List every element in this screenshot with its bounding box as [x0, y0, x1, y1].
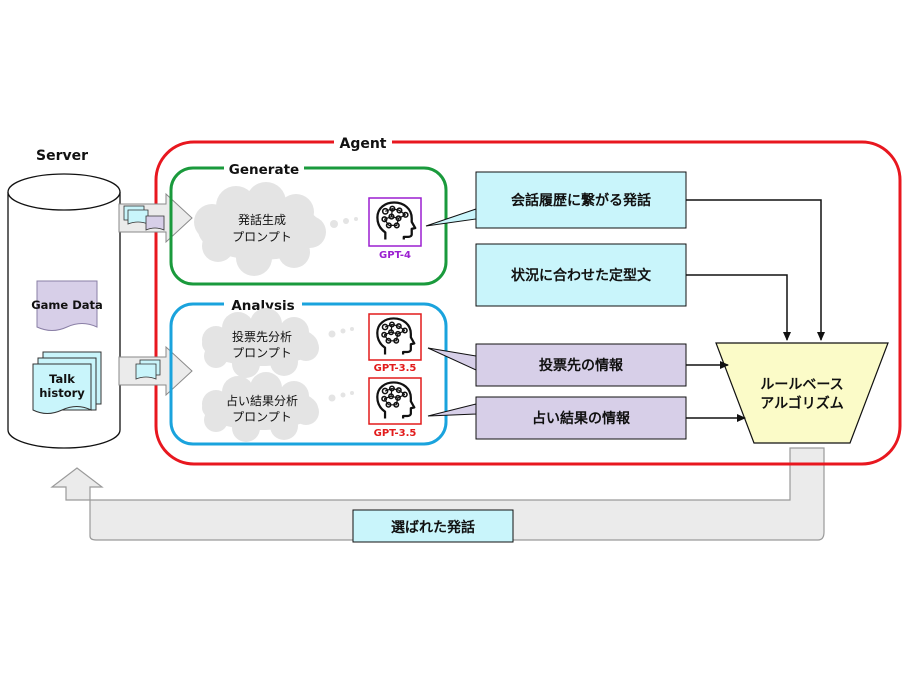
selected-utterance-label: 選ばれた発話	[391, 519, 475, 536]
gpt35-vote-model-label: GPT-3.5	[374, 363, 417, 374]
template-to-rule-arrow	[686, 274, 791, 341]
gpt35-divine-model-label: GPT-3.5	[374, 428, 417, 439]
vote-prompt-cloud	[202, 308, 354, 378]
vote-info-callout-pointer	[427, 347, 477, 371]
rule-based-algorithm-box	[715, 342, 889, 444]
generate-title: Generate	[229, 162, 299, 178]
talk-history-document	[32, 363, 92, 414]
divine-info-label: 占い結果の情報	[532, 410, 631, 427]
generate-prompt-line1: 発話生成	[238, 212, 286, 227]
server-cylinder-top	[7, 173, 121, 211]
selected-utterance-box	[352, 509, 514, 543]
divine-prompt-line1: 占い結果分析	[226, 393, 298, 408]
talk-history-label-line1: Talk	[49, 372, 75, 386]
generate-prompt-cloud	[194, 182, 358, 276]
linked-utterance-box	[475, 171, 687, 229]
vote-info-box	[475, 343, 687, 387]
agent-title: Agent	[339, 136, 386, 152]
gpt4-model-label: GPT-4	[379, 250, 411, 261]
gpt35-divine-model-frame	[368, 377, 422, 425]
server-title: Server	[36, 148, 88, 164]
template-sentence-label: 状況に合わせた定型文	[511, 267, 652, 284]
linked-utterance-callout-pointer	[425, 208, 477, 227]
generate-input-doc-purple	[145, 215, 165, 231]
divine-info-callout-pointer	[427, 403, 477, 417]
vote-info-label: 投票先の情報	[539, 357, 624, 374]
game-data-label: Game Data	[31, 298, 103, 312]
linked-utterance-label: 会話履歴に繋がる発話	[511, 192, 651, 209]
talk-history-label-line2: history	[39, 386, 85, 400]
analysis-title: Analysis	[231, 298, 294, 314]
template-sentence-box	[475, 243, 687, 307]
divine-info-box	[475, 396, 687, 440]
rule-based-label-line1: ルールベース	[760, 377, 843, 393]
game-data-document	[36, 280, 98, 331]
return-arrow	[50, 447, 825, 541]
linked-utterance-to-rule-arrow	[686, 199, 825, 341]
divine-prompt-cloud	[202, 372, 354, 442]
agent-container	[154, 140, 902, 466]
generate-prompt-line2: プロンプト	[232, 230, 292, 244]
analysis-input-doc	[135, 363, 157, 380]
vote-prompt-line2: プロンプト	[232, 346, 292, 360]
generate-input-doc-cyan	[127, 209, 149, 225]
divine-prompt-line2: プロンプト	[232, 410, 292, 424]
analysis-group	[169, 302, 448, 446]
rule-based-label-line2: アルゴリズム	[760, 395, 844, 412]
generate-group	[169, 166, 448, 286]
vote-prompt-line1: 投票先分析	[232, 329, 292, 344]
